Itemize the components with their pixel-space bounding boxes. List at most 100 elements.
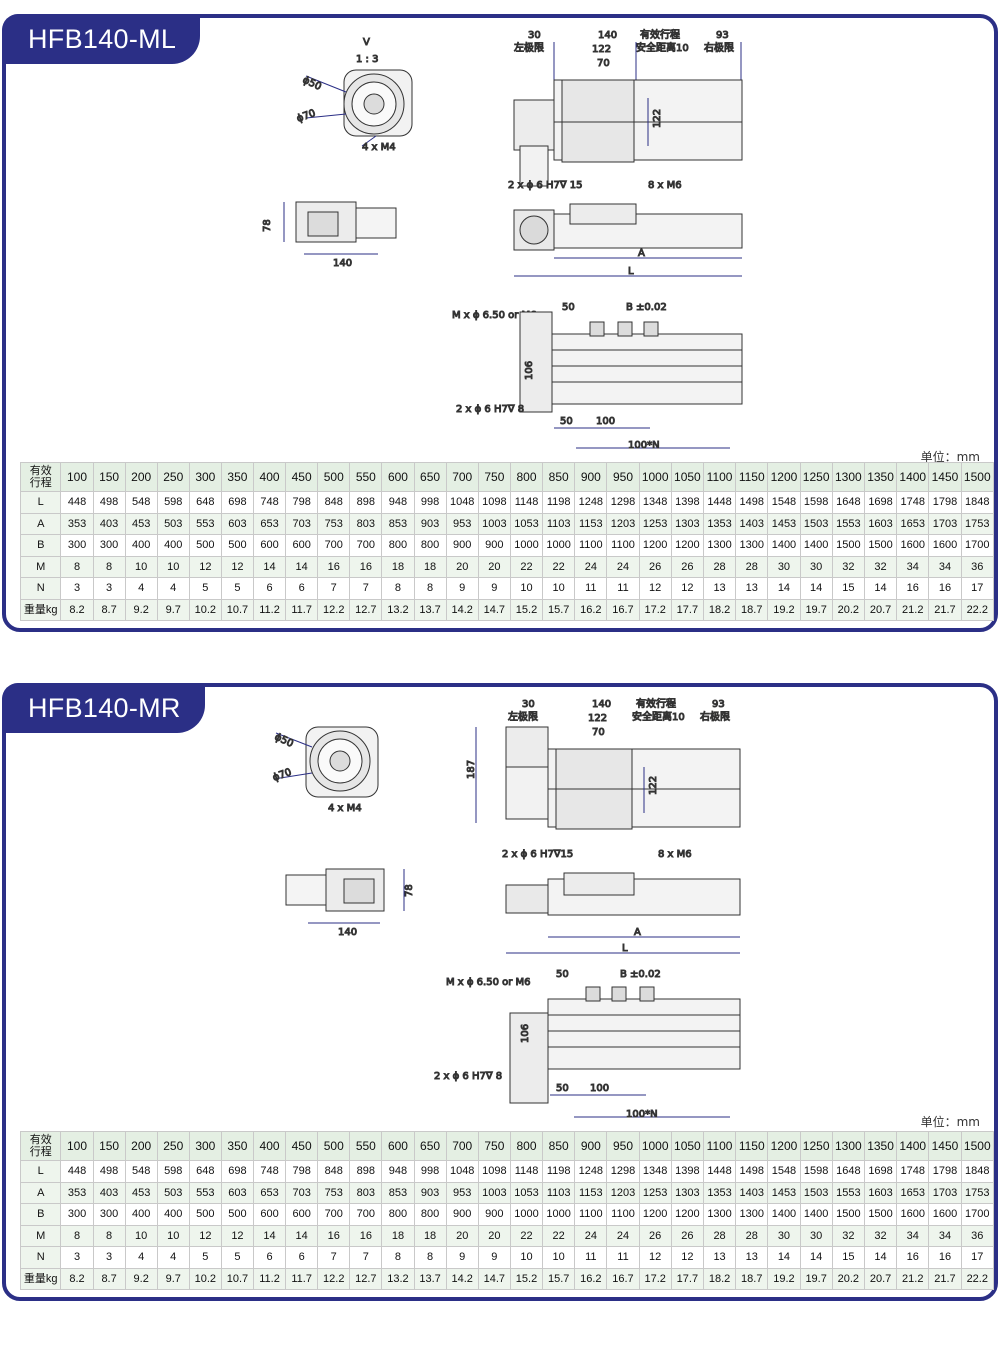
table-cell: 1598 [799,1160,833,1183]
table-cell: 1600 [896,534,930,557]
table-cell: 1098 [477,1160,511,1183]
table-cell: 600 [285,1203,319,1226]
table-cell: 10.7 [220,1267,255,1290]
table-cell: 853 [381,512,415,535]
table-cell: 1400 [767,534,801,557]
table-cell: 1200 [670,1203,704,1226]
stroke-header-cell: 1200 [767,1131,801,1161]
table-cell: 7 [317,577,351,600]
dim-b50: 50 [556,969,569,980]
table-cell: 1203 [606,512,640,535]
table-cell: 1703 [928,1181,962,1204]
table-cell: 1700 [960,1203,995,1226]
table-cell: 10 [509,1246,544,1269]
table-cell: 21.2 [896,1267,930,1290]
table-cell: 1403 [735,512,769,535]
table-cell: 653 [252,512,287,535]
table-cell: 748 [252,491,287,514]
table-cell: 14 [863,577,898,600]
table-cell: 553 [188,512,222,535]
dim-A: A [634,927,641,938]
table-cell: 1200 [638,1203,672,1226]
table-cell: 498 [92,491,126,514]
table-cell: 14 [252,1224,287,1247]
table-cell: 653 [252,1181,287,1204]
stroke-header-cell: 1100 [702,1131,737,1161]
table-cell: 19.7 [799,1267,833,1290]
stroke-header-cell: 650 [413,462,447,492]
table-cell: 1453 [767,1181,801,1204]
table-cell: 1348 [638,1160,672,1183]
row-label: B [19,534,62,557]
table-cell: 10 [156,555,190,578]
table-cell: 1200 [670,534,704,557]
table-cell: 1553 [831,512,865,535]
table-cell: 1500 [831,1203,865,1226]
table-cell: 1603 [863,512,898,535]
table-cell: 1200 [638,534,672,557]
table-cell: 1100 [574,1203,608,1226]
table-cell: 3 [60,577,94,600]
table-cell: 8.7 [92,598,126,621]
dim-m4: 4 x M4 [328,803,362,814]
table-cell: 1000 [542,534,576,557]
table-cell: 400 [156,534,190,557]
stroke-header-cell: 200 [124,1131,158,1161]
dim-n100N: 100*N [628,440,660,451]
table-cell: 698 [220,491,255,514]
dim-L: L [622,943,628,954]
table-cell: 1300 [735,534,769,557]
table-cell: 953 [445,512,479,535]
front-view: A L [505,872,741,955]
table-cell: 1653 [896,512,930,535]
table-cell: 19.2 [767,1267,801,1290]
table-cell: 6 [252,1246,287,1269]
model-title: HFB140-ML [2,14,201,64]
table-cell: 8.2 [60,598,94,621]
table-cell: 1500 [863,1203,898,1226]
table-cell: 6 [252,577,287,600]
dim-top-70: 70 [592,727,605,738]
table-cell: 448 [60,1160,94,1183]
table-cell: 13 [735,1246,769,1269]
table-cell: 19.7 [799,598,833,621]
stroke-header-cell: 1100 [702,462,737,492]
stroke-header-cell: 850 [542,462,576,492]
table-cell: 34 [896,1224,930,1247]
table-cell: 800 [381,1203,415,1226]
table-cell: 32 [831,555,865,578]
dim-m4: 4 x M4 [362,142,396,153]
table-cell: 21.2 [896,598,930,621]
table-cell: 900 [445,534,479,557]
row-label: 重量kg [19,1267,62,1290]
table-cell: 800 [413,1203,447,1226]
dim-L: L [628,266,634,277]
table-cell: 1398 [670,491,704,514]
stroke-header-cell: 550 [349,462,383,492]
table-cell: 21.7 [928,1267,962,1290]
table-cell: 1048 [445,1160,479,1183]
table-cell: 16 [349,1224,383,1247]
table-cell: 1348 [638,491,672,514]
row-label: A [19,512,62,535]
table-cell: 1448 [702,491,737,514]
table-cell: 903 [413,1181,447,1204]
table-cell: 24 [606,555,640,578]
table-cell: 16 [317,1224,351,1247]
table-cell: 1400 [799,1203,833,1226]
table-cell: 600 [252,1203,287,1226]
table-cell: 18.7 [735,1267,769,1290]
table-cell: 22 [542,1224,576,1247]
dim-n50: 50 [560,416,573,427]
row-label: N [19,577,62,600]
table-cell: 14.2 [445,1267,479,1290]
dim-d50: ϕ50 [301,75,323,93]
label-right-limit: 右极限 [704,41,734,54]
